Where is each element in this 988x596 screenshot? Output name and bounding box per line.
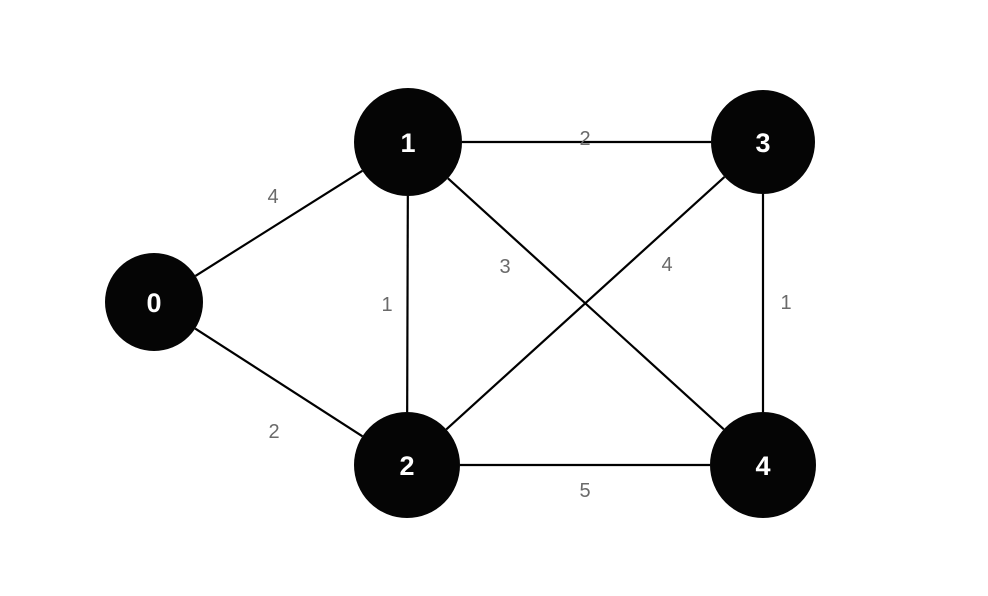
edge-weight-label-2-4: 5 [579, 480, 590, 502]
node-circle-0[interactable] [105, 253, 203, 351]
edges-layer [194, 140, 765, 467]
edge-weight-label-2-3: 4 [661, 254, 672, 276]
node-circle-1[interactable] [354, 88, 462, 196]
graph-node-3[interactable]: 3 [711, 90, 815, 194]
edge-weight-label-1-2: 1 [381, 294, 392, 316]
graph-edge-1-2 [406, 195, 409, 413]
node-label-3: 3 [755, 128, 770, 158]
node-label-0: 0 [146, 288, 161, 318]
nodes-layer: 0 1 2 3 4 [105, 88, 816, 518]
node-label-4: 4 [755, 451, 770, 481]
graph-node-2[interactable]: 2 [354, 412, 460, 518]
edge-weight-label-0-1: 4 [267, 186, 278, 208]
edge-weight-label-1-4: 3 [499, 256, 510, 278]
node-circle-4[interactable] [710, 412, 816, 518]
edge-weight-label-0-2: 2 [268, 421, 279, 443]
graph-node-0[interactable]: 0 [105, 253, 203, 351]
node-label-1: 1 [400, 128, 415, 158]
graph-edge-2-3 [445, 176, 726, 431]
edge-labels-layer: 4 2 1 2 3 4 5 1 [267, 128, 791, 502]
graph-node-4[interactable]: 4 [710, 412, 816, 518]
graph-edge-0-1 [194, 169, 363, 277]
edge-weight-label-3-4: 1 [780, 292, 791, 314]
node-label-2: 2 [399, 451, 414, 481]
graph-node-1[interactable]: 1 [354, 88, 462, 196]
graph-edge-0-2 [194, 327, 364, 438]
edge-weight-label-1-3: 2 [579, 128, 590, 150]
node-circle-2[interactable] [354, 412, 460, 518]
node-circle-3[interactable] [711, 90, 815, 194]
